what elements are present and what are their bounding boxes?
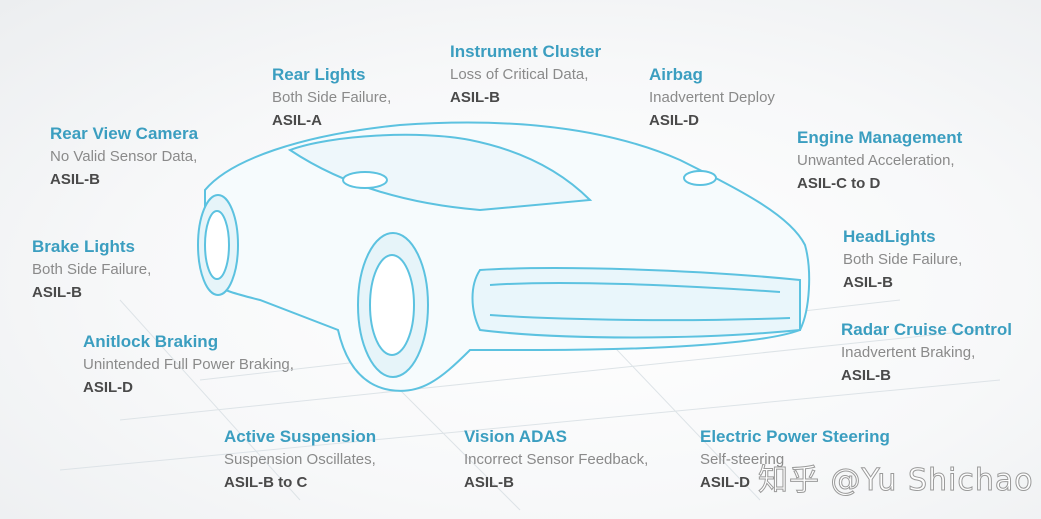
label-brake-lights: Brake Lights Both Side Failure, ASIL-B xyxy=(32,235,151,304)
label-description: Loss of Critical Data, xyxy=(450,66,589,83)
label-description: Inadvertent Deploy xyxy=(649,89,775,106)
label-asil: ASIL-B xyxy=(843,274,893,291)
label-asil: ASIL-D xyxy=(83,379,133,396)
label-description: Both Side Failure, xyxy=(843,251,963,268)
label-asil: ASIL-A xyxy=(272,112,322,129)
label-radar-cruise-control: Radar Cruise Control Inadvertent Braking… xyxy=(841,318,1012,387)
label-instrument-cluster: Instrument Cluster Loss of Critical Data… xyxy=(450,40,601,109)
label-headlights: HeadLights Both Side Failure, ASIL-B xyxy=(843,225,962,294)
label-active-suspension: Active Suspension Suspension Oscillates,… xyxy=(224,425,376,494)
label-asil: ASIL-D xyxy=(649,112,699,129)
label-vision-adas: Vision ADAS Incorrect Sensor Feedback, A… xyxy=(464,425,648,494)
label-title: Anitlock Braking xyxy=(83,332,219,351)
label-description: Both Side Failure, xyxy=(32,261,152,278)
label-asil: ASIL-D xyxy=(700,474,750,491)
label-engine-management: Engine Management Unwanted Acceleration,… xyxy=(797,126,962,195)
label-description: Incorrect Sensor Feedback, xyxy=(464,451,649,468)
label-asil: ASIL-B xyxy=(464,474,514,491)
label-title: Active Suspension xyxy=(224,427,377,446)
label-description: Unintended Full Power Braking, xyxy=(83,356,294,373)
label-antilock-braking: Anitlock Braking Unintended Full Power B… xyxy=(83,330,294,399)
label-asil: ASIL-B xyxy=(50,171,100,188)
label-title: Engine Management xyxy=(797,128,963,147)
label-asil: ASIL-C to D xyxy=(797,175,881,192)
label-title: Airbag xyxy=(649,65,703,84)
label-rear-lights: Rear Lights Both Side Failure, ASIL-A xyxy=(272,63,391,132)
label-description: Unwanted Acceleration, xyxy=(797,152,955,169)
label-description: Suspension Oscillates, xyxy=(224,451,376,468)
label-description: Self-steering xyxy=(700,451,785,468)
label-title: Brake Lights xyxy=(32,237,135,256)
label-title: HeadLights xyxy=(843,227,936,246)
label-airbag: Airbag Inadvertent Deploy ASIL-D xyxy=(649,63,775,132)
label-title: Electric Power Steering xyxy=(700,427,890,446)
car-body xyxy=(197,121,811,392)
label-asil: ASIL-B xyxy=(32,284,82,301)
label-title: Rear View Camera xyxy=(50,124,199,143)
label-title: Vision ADAS xyxy=(464,427,567,446)
label-description: Inadvertent Braking, xyxy=(841,344,976,361)
label-title: Radar Cruise Control xyxy=(841,320,1012,339)
label-title: Rear Lights xyxy=(272,65,366,84)
label-rear-view-camera: Rear View Camera No Valid Sensor Data, A… xyxy=(50,122,198,191)
watermark: 知乎 @Yu Shichao xyxy=(758,463,1034,499)
label-title: Instrument Cluster xyxy=(450,42,602,61)
label-description: Both Side Failure, xyxy=(272,89,392,106)
label-electric-power-steering: Electric Power Steering Self-steering AS… xyxy=(700,425,890,494)
label-asil: ASIL-B xyxy=(841,367,891,384)
label-asil: ASIL-B to C xyxy=(224,474,308,491)
label-description: No Valid Sensor Data, xyxy=(50,148,198,165)
label-asil: ASIL-B xyxy=(450,89,500,106)
